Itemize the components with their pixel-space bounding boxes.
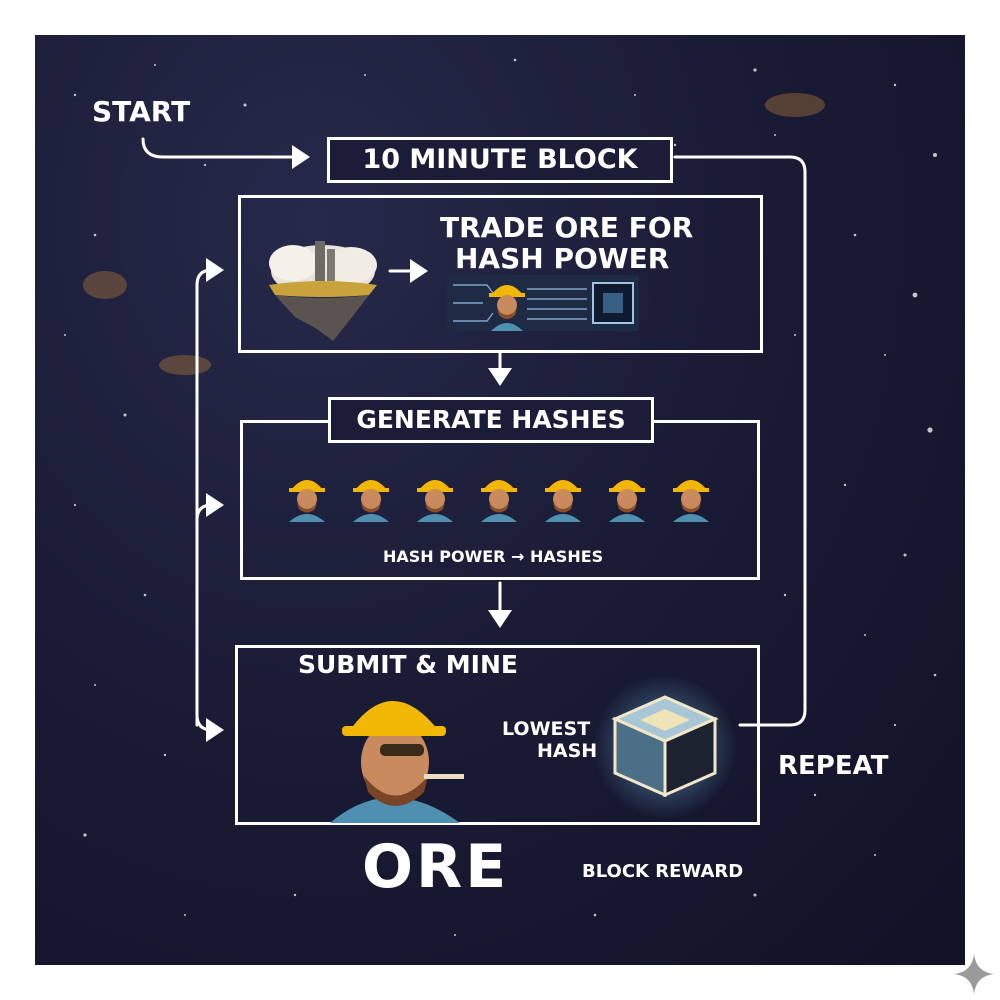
miner-avatar-icon	[545, 480, 581, 522]
miner-portrait-icon	[330, 701, 464, 823]
left-feedback-line	[195, 258, 224, 727]
miner-avatar-icon	[673, 480, 709, 522]
sparkle-icon	[954, 954, 994, 994]
submit-box	[235, 645, 760, 825]
miner-avatar-icon	[417, 480, 453, 522]
start-arrow	[141, 137, 310, 169]
trade-title-line2: HASH POWER	[455, 242, 670, 275]
miner-avatar-icon	[353, 480, 389, 522]
circuit-chip-icon	[447, 275, 639, 331]
hash-cube-icon	[593, 675, 737, 819]
trade-box	[238, 195, 763, 353]
miner-avatar-icon	[609, 480, 645, 522]
lowest-hash-line2: HASH	[537, 740, 598, 762]
generate-caption: HASH POWER → HASHES	[383, 547, 604, 566]
repeat-loop-line	[673, 155, 807, 727]
block-title-tag: 10 MINUTE BLOCK	[327, 137, 673, 183]
repeat-label: REPEAT	[778, 751, 889, 781]
floating-island-icon	[269, 241, 377, 341]
flow-arrows	[141, 137, 807, 742]
trade-title-line1: TRADE ORE FOR	[440, 211, 694, 244]
left-feedback-branch-submit	[195, 713, 224, 742]
miner-avatar-icon	[489, 285, 525, 331]
start-label: START	[92, 95, 191, 128]
generate-title-tag: GENERATE HASHES	[328, 397, 654, 443]
ore-logo: ORE	[362, 832, 510, 902]
diagram-canvas: START REPEAT 10 MINUTE BLOCK TRADE ORE F…	[35, 35, 965, 965]
miner-avatar-icon	[289, 480, 325, 522]
left-feedback-branch-generate	[195, 493, 224, 522]
block-reward-label: BLOCK REWARD	[582, 861, 744, 882]
lowest-hash-line1: LOWEST	[502, 718, 591, 740]
miner-row	[285, 470, 725, 522]
miner-avatar-icon	[481, 480, 517, 522]
submit-title: SUBMIT & MINE	[298, 650, 518, 679]
